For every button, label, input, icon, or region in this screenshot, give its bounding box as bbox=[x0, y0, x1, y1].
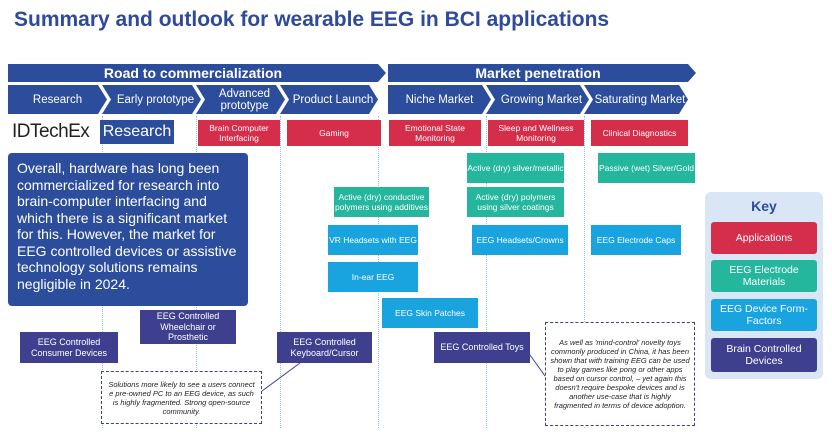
stage-early-prototype: Early prototype bbox=[102, 85, 201, 114]
divider-line bbox=[280, 116, 281, 428]
band-market-penetration: Market penetration bbox=[388, 64, 688, 82]
connector-left-note bbox=[261, 362, 301, 392]
stage-product-launch: Product Launch bbox=[280, 85, 378, 114]
form-factor-in-ear: In-ear EEG bbox=[328, 262, 418, 292]
connector-right-note bbox=[529, 354, 546, 377]
band-road-to-commercialization: Road to commercialization bbox=[8, 64, 378, 82]
key-title: Key bbox=[751, 198, 777, 214]
divider-line bbox=[486, 116, 487, 428]
form-factor-headsets-crowns: EEG Headsets/Crowns bbox=[472, 225, 568, 255]
application-clinical-diagnostics: Clinical Diagnostics bbox=[591, 120, 688, 146]
application-sleep-wellness: Sleep and Wellness Monitoring bbox=[488, 120, 584, 146]
idtechex-logo: IDTechEx bbox=[12, 121, 90, 142]
stage-advanced-prototype: Advanced prototype bbox=[196, 85, 285, 114]
key-applications: Applications bbox=[711, 222, 817, 254]
application-gaming: Gaming bbox=[287, 120, 381, 146]
note-right: As well as 'mind-control' novelty toys c… bbox=[545, 322, 695, 426]
stage-niche-market: Niche Market bbox=[388, 85, 491, 114]
divider-line bbox=[584, 116, 585, 428]
application-bci: Brain Computer Interfacing bbox=[198, 120, 280, 146]
summary-text-box: Overall, hardware has long been commerci… bbox=[8, 153, 248, 306]
note-left: Solutions more likely to see a users con… bbox=[101, 371, 262, 424]
band-arrow-left bbox=[378, 64, 386, 82]
device-consumer: EEG Controlled Consumer Devices bbox=[20, 332, 118, 363]
stage-saturating-market: Saturating Market bbox=[584, 85, 688, 114]
material-polymers-silver-coatings: Active (dry) polymers using silver coati… bbox=[467, 187, 564, 217]
form-factor-vr-headsets: VR Headsets with EEG bbox=[328, 225, 418, 255]
stage-research: Research bbox=[8, 85, 107, 114]
material-conductive-polymers: Active (dry) conductive polymers using a… bbox=[334, 187, 429, 217]
material-passive-silver-gold: Passive (wet) Silver/Gold bbox=[598, 153, 695, 183]
stage-growing-market: Growing Market bbox=[486, 85, 589, 114]
device-wheelchair-prosthetic: EEG Controlled Wheelchair or Prosthetic bbox=[140, 310, 236, 344]
form-factor-electrode-caps: EEG Electrode Caps bbox=[591, 225, 681, 255]
device-keyboard-cursor: EEG Controlled Keyboard/Cursor bbox=[277, 332, 372, 363]
key-device-form-factors: EEG Device Form-Factors bbox=[711, 299, 817, 331]
page-title: Summary and outlook for wearable EEG in … bbox=[14, 8, 610, 31]
device-toys: EEG Controlled Toys bbox=[434, 332, 530, 363]
key-brain-controlled-devices: Brain Controlled Devices bbox=[711, 338, 817, 372]
band-arrow-right bbox=[688, 64, 696, 82]
application-emotional-state: Emotional State Monitoring bbox=[389, 120, 481, 146]
form-factor-skin-patches: EEG Skin Patches bbox=[382, 298, 478, 328]
key-electrode-materials: EEG Electrode Materials bbox=[711, 260, 817, 292]
material-silver-metallic: Active (dry) silver/metallic bbox=[467, 153, 564, 183]
research-logo-badge: Research bbox=[100, 120, 174, 144]
